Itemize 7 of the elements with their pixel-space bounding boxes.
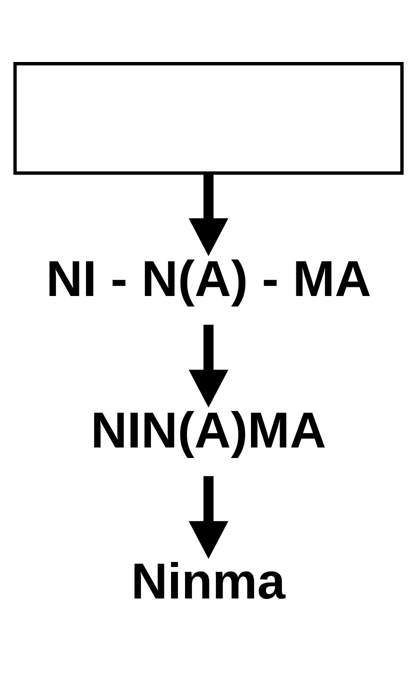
arrow xyxy=(188,324,228,408)
node-text: Ninma xyxy=(131,552,286,610)
arrow xyxy=(188,476,228,558)
node-box xyxy=(13,62,404,174)
arrow xyxy=(188,173,228,256)
node-text: NI - N(A) - MA xyxy=(46,249,372,306)
node-text: NIN(A)MA xyxy=(90,400,326,458)
